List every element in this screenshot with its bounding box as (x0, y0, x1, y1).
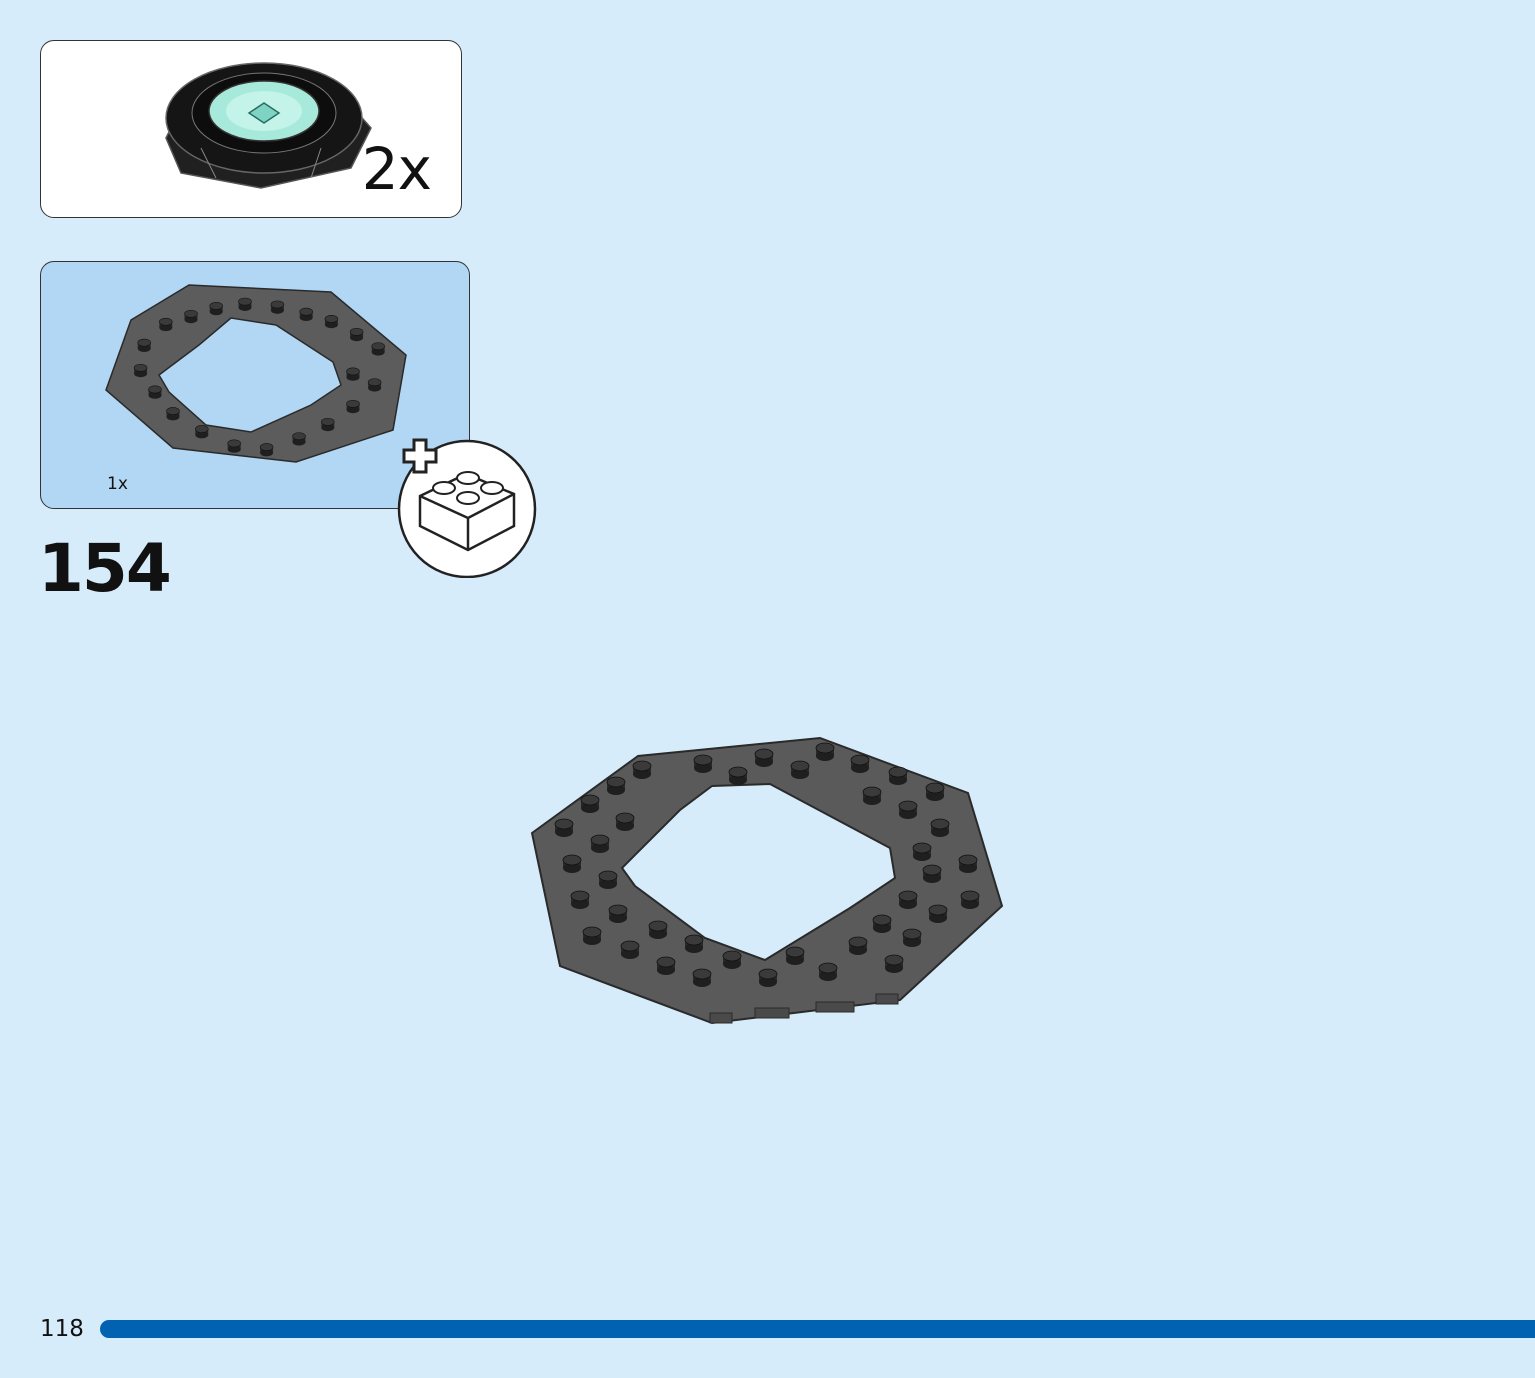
submodel-quantity: 2x (361, 135, 432, 203)
step-number: 154 (38, 530, 172, 607)
submodel-icon (165, 62, 372, 189)
parts-list: 1x (40, 261, 470, 509)
progress-bar (100, 1320, 1535, 1338)
octagonal-plate-icon (105, 284, 407, 463)
submodel-callout: 2x (40, 40, 462, 218)
main-assembly-illustration (530, 736, 1004, 1025)
add-brick-icon (397, 438, 537, 578)
page-number: 118 (40, 1316, 84, 1342)
part-quantity: 1x (107, 474, 128, 494)
